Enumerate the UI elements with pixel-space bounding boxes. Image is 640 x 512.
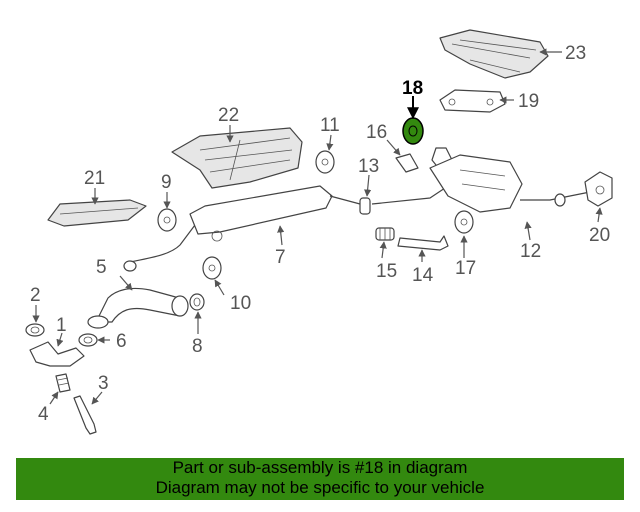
callout-9: 9	[161, 172, 172, 193]
part-2-gasket[interactable]	[25, 323, 45, 337]
part-15-spring[interactable]	[375, 227, 395, 241]
part-21-heat-shield[interactable]	[47, 199, 147, 227]
callout-22: 22	[218, 105, 239, 126]
part-12-tailpipe-muffler[interactable]	[371, 147, 591, 213]
part-10-hanger[interactable]	[202, 256, 222, 280]
callout-14: 14	[412, 265, 434, 286]
part-8-gasket[interactable]	[189, 293, 205, 311]
part-23-heat-shield[interactable]	[439, 29, 549, 79]
callout-8: 8	[192, 336, 203, 357]
part-5-front-pipe[interactable]	[87, 287, 189, 329]
part-16-sensor[interactable]	[395, 153, 419, 173]
part-6-gasket[interactable]	[78, 333, 98, 347]
callout-11: 11	[320, 115, 340, 136]
callout-leaders	[32, 48, 603, 405]
callout-2: 2	[30, 285, 41, 306]
part-19-bracket[interactable]	[439, 89, 506, 113]
callout-7: 7	[275, 247, 286, 268]
part-14-bolt[interactable]	[397, 235, 449, 251]
part-3-stud[interactable]	[73, 395, 97, 435]
callout-1: 1	[56, 315, 67, 336]
callout-12: 12	[520, 241, 541, 262]
part-9-hanger[interactable]	[157, 208, 177, 232]
part-4-spring[interactable]	[55, 373, 71, 393]
part-11-hanger[interactable]	[315, 150, 335, 174]
part-22-heat-shield[interactable]	[171, 127, 303, 189]
callout-19: 19	[518, 91, 539, 112]
callout-10: 10	[230, 293, 251, 314]
info-banner: Part or sub-assembly is #18 in diagram D…	[16, 458, 624, 500]
info-banner-line-2: Diagram may not be specific to your vehi…	[155, 478, 485, 497]
callout-4: 4	[38, 404, 49, 425]
callout-21: 21	[84, 168, 105, 189]
callout-23: 23	[565, 43, 586, 64]
exhaust-system-diagram: 23 19 18 22 11 16 13 21 9 7 5 10 2 1 6 8…	[25, 29, 613, 435]
callout-6: 6	[116, 331, 127, 352]
part-20-tail-tip[interactable]	[584, 171, 613, 207]
callout-5: 5	[96, 257, 107, 278]
part-17-hanger[interactable]	[454, 210, 474, 234]
part-1-pipe[interactable]	[29, 341, 85, 367]
callout-13: 13	[358, 156, 379, 177]
callout-labels: 23 19 18 22 11 16 13 21 9 7 5 10 2 1 6 8…	[30, 43, 610, 425]
callout-20: 20	[589, 225, 610, 246]
callout-3: 3	[98, 373, 109, 394]
part-7-center-pipe[interactable]	[123, 185, 361, 272]
callout-17: 17	[455, 258, 476, 279]
part-13-gasket[interactable]	[359, 197, 371, 215]
callout-15: 15	[376, 261, 397, 282]
callout-18: 18	[402, 78, 423, 99]
part-18-highlighted[interactable]	[402, 117, 424, 145]
info-banner-line-1: Part or sub-assembly is #18 in diagram	[172, 458, 468, 477]
callout-16: 16	[366, 122, 387, 143]
